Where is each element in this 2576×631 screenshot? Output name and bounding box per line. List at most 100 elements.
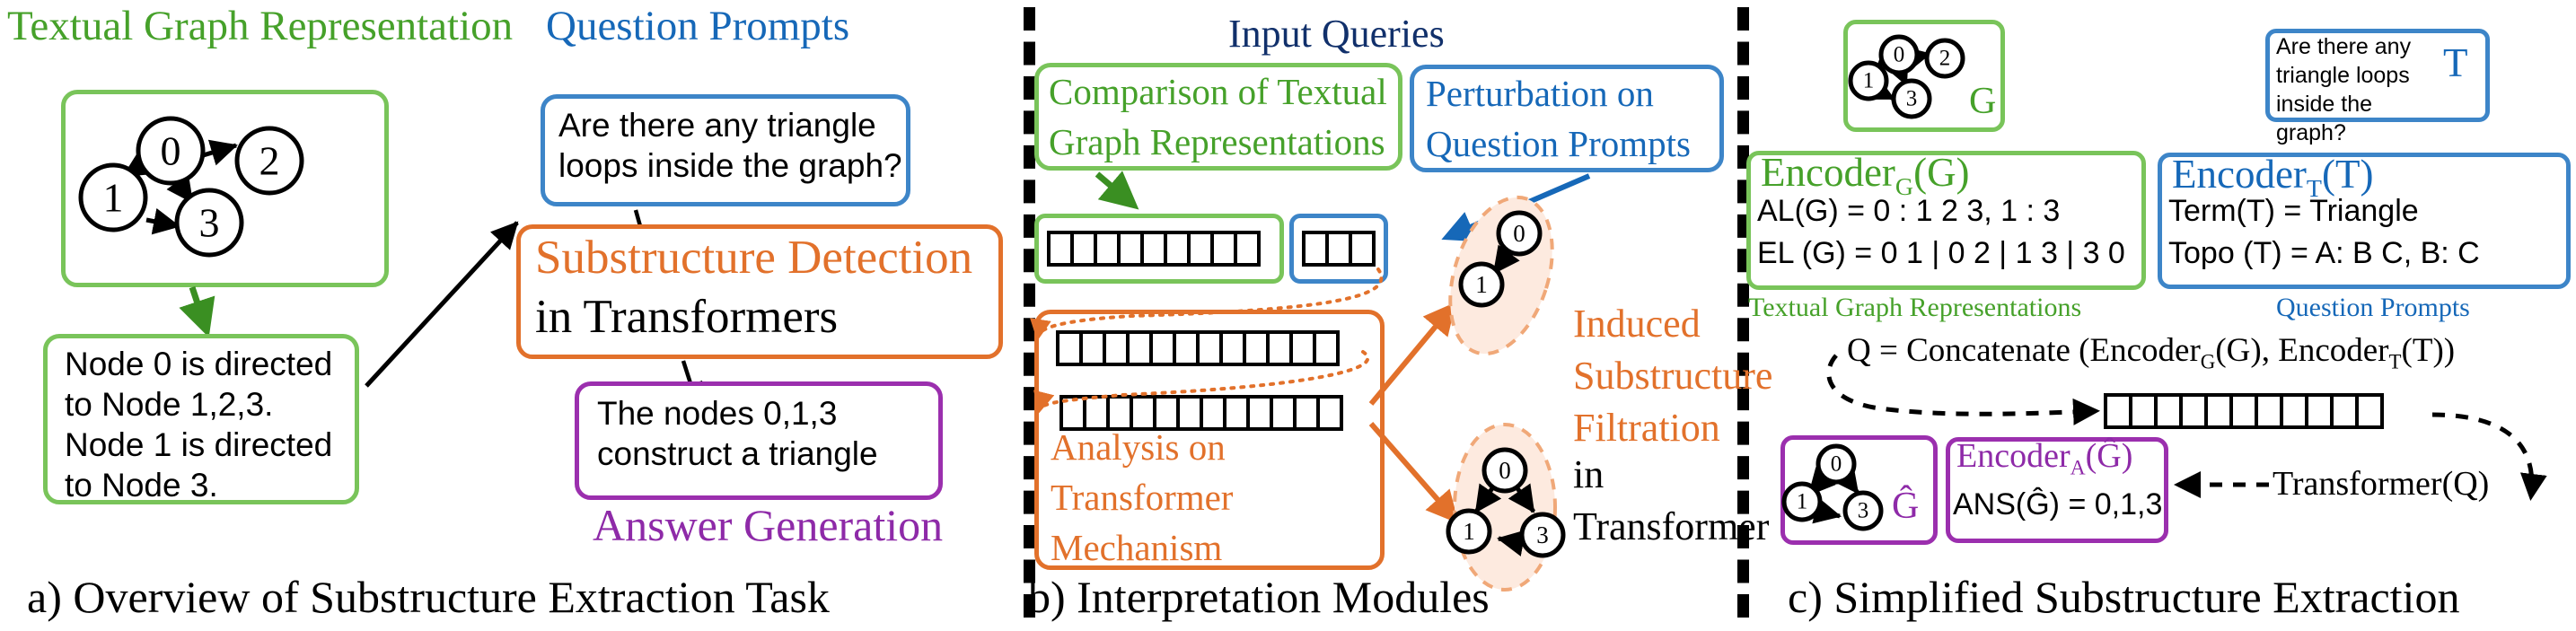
panel-c-question-symbol: T bbox=[2443, 40, 2468, 85]
encoder-g-sub: G bbox=[1895, 173, 1914, 201]
concat-sub-2: T bbox=[2388, 350, 2402, 373]
node-label-1: 1 bbox=[103, 175, 124, 221]
panel-c-dashed-to-encoder-a bbox=[2174, 471, 2269, 498]
token-cell bbox=[2305, 393, 2334, 429]
svg-text:1: 1 bbox=[1797, 490, 1808, 514]
panel-c-subgraph: 0 1 3 Ĝ bbox=[1781, 443, 1919, 531]
panel-b-green-strip bbox=[1047, 231, 1261, 267]
svg-text:0: 0 bbox=[1894, 43, 1905, 67]
token-cell bbox=[2229, 393, 2258, 429]
panel-a-question-text: Are there any triangle loops inside the … bbox=[558, 107, 902, 184]
panel-b-perturbation-box bbox=[1410, 65, 1724, 172]
panel-b-subgraph-bottom: 0 1 3 bbox=[1446, 423, 1566, 592]
token-cell bbox=[1349, 231, 1376, 267]
panel-a-graph: 0 1 2 3 bbox=[78, 116, 304, 258]
concat-part-3: (T)) bbox=[2401, 332, 2456, 369]
panel-a-arrow-desc-to-module bbox=[365, 221, 519, 388]
panel-b-analysis-text: Analysis on Transformer Mechanism bbox=[1051, 426, 1234, 568]
panel-c-dashed-in bbox=[1826, 354, 2100, 425]
panel-a-green-arrow bbox=[179, 285, 215, 337]
panel-c-encoder-t-line2: Topo (T) = A: B C, B: C bbox=[2168, 236, 2480, 270]
svg-text:3: 3 bbox=[1536, 521, 1549, 548]
node-label-2: 2 bbox=[259, 138, 280, 184]
panel-a-answer-label: Answer Generation bbox=[593, 500, 944, 550]
panel-a-description-text: Node 0 is directed to Node 1,2,3. Node 1… bbox=[65, 346, 333, 504]
panel-c-caption: c) Simplified Substructure Extraction bbox=[1788, 572, 2460, 622]
panel-c-encoder-g-box bbox=[1746, 151, 2146, 290]
concat-sub-1: G bbox=[2200, 350, 2216, 373]
svg-text:1: 1 bbox=[1475, 271, 1488, 298]
panel-separator-1 bbox=[1024, 7, 1035, 618]
panel-c-concat-line: Q = Concatenate (EncoderG(G), EncoderT(T… bbox=[1847, 334, 2455, 372]
panel-b-blue-strip bbox=[1302, 231, 1376, 267]
token-cell bbox=[1173, 330, 1200, 366]
encoder-g-main: Encoder bbox=[1761, 150, 1895, 195]
subgraph-symbol-ghat: Ĝ bbox=[1892, 485, 1919, 527]
panel-b-filtration-title: Induced Substructure Filtration bbox=[1573, 302, 1773, 450]
panel-b-green-arrow bbox=[1095, 171, 1139, 210]
panel-a-description-box bbox=[43, 334, 359, 504]
panel-c-encoder-a-box bbox=[1946, 437, 2168, 543]
panel-b-mid-strip bbox=[1056, 330, 1340, 366]
panel-b-arrow-to-top-subgraph bbox=[1368, 302, 1456, 406]
token-cell bbox=[2355, 393, 2384, 429]
panel-a-module-box bbox=[516, 224, 1003, 359]
panel-c-label-right: Question Prompts bbox=[2276, 293, 2470, 322]
token-cell bbox=[2280, 393, 2308, 429]
token-cell bbox=[1219, 330, 1246, 366]
svg-text:3: 3 bbox=[1906, 87, 1918, 111]
panel-c-encoder-a-line: ANS(Ĝ) = 0,1,3 bbox=[1953, 487, 2163, 521]
token-cell bbox=[1313, 330, 1340, 366]
panel-b: Input Queries Comparison of Textual Grap… bbox=[1024, 0, 1772, 631]
panel-c-q-strip bbox=[2104, 393, 2384, 429]
panel-a-caption: a) Overview of Substructure Extraction T… bbox=[27, 572, 830, 622]
panel-c-encoder-t-title: EncoderT(T) bbox=[2172, 154, 2373, 202]
token-cell bbox=[2330, 393, 2359, 429]
panel-b-comparison-text: Comparison of Textual Graph Representati… bbox=[1049, 71, 1387, 162]
panel-separator-2 bbox=[1737, 7, 1749, 618]
panel-c-encoder-a-title: EncoderA(Ĝ) bbox=[1956, 439, 2132, 479]
panel-a-module-subtitle: in Transformers bbox=[535, 291, 839, 343]
panel-b-low-strip bbox=[1059, 395, 1343, 431]
encoder-t-arg: (T) bbox=[2321, 152, 2374, 197]
panel-c-transformer-label: Transformer(Q) bbox=[2273, 465, 2490, 503]
encoder-a-main: Encoder bbox=[1956, 437, 2070, 475]
svg-text:3: 3 bbox=[1858, 499, 1869, 523]
panel-c-question-text: Are there any triangle loops inside the … bbox=[2276, 34, 2412, 145]
token-cell bbox=[1117, 231, 1144, 267]
panel-a-title-blue: Question Prompts bbox=[546, 3, 850, 49]
panel-c-graph: 0 1 2 3 G bbox=[1848, 34, 1996, 122]
panel-a-answer-text: The nodes 0,1,3 construct a triangle bbox=[597, 395, 878, 472]
svg-text:0: 0 bbox=[1499, 457, 1511, 484]
token-cell bbox=[1316, 395, 1343, 431]
token-cell bbox=[1234, 231, 1261, 267]
panel-b-caption: b) Interpretation Modules bbox=[1028, 572, 1490, 622]
svg-text:0: 0 bbox=[1831, 452, 1842, 477]
encoder-a-sub: A bbox=[2070, 456, 2086, 480]
panel-b-heading: Input Queries bbox=[1228, 12, 1445, 56]
concat-part-1: Q = Concatenate (Encoder bbox=[1847, 332, 2201, 369]
token-cell bbox=[2204, 393, 2233, 429]
encoder-t-sub: T bbox=[2306, 175, 2322, 203]
panel-a-title-green: Textual Graph Representation bbox=[7, 3, 514, 49]
panel-b-arrow-to-bottom-subgraph bbox=[1368, 422, 1459, 524]
panel-a-answer-box bbox=[575, 381, 943, 500]
node-label-0: 0 bbox=[161, 128, 181, 174]
svg-text:1: 1 bbox=[1863, 69, 1875, 93]
panel-a: Textual Graph Representation Question Pr… bbox=[0, 0, 1024, 631]
panel-c-encoder-g-line1: AL(G) = 0 : 1 2 3, 1 : 3 bbox=[1757, 194, 2061, 228]
concat-part-2: (G), Encoder bbox=[2215, 332, 2389, 369]
svg-text:1: 1 bbox=[1463, 518, 1475, 545]
panel-c-question-box bbox=[2265, 29, 2490, 122]
panel-a-question-box bbox=[541, 94, 910, 206]
panel-c-encoder-t-box bbox=[2158, 153, 2571, 289]
panel-c-dashed-out bbox=[2431, 412, 2547, 501]
panel-c-encoder-g-title: EncoderG(G) bbox=[1761, 153, 1970, 200]
panel-b-subgraph-top: 0 1 bbox=[1448, 195, 1554, 356]
node-label-3: 3 bbox=[199, 200, 220, 246]
panel-a-module-title: Substructure Detection bbox=[535, 232, 973, 284]
graph-symbol-g: G bbox=[1969, 81, 1996, 122]
panel-b-comparison-box bbox=[1034, 63, 1402, 171]
panel-c-encoder-t-line1: Term(T) = Triangle bbox=[2168, 194, 2419, 228]
